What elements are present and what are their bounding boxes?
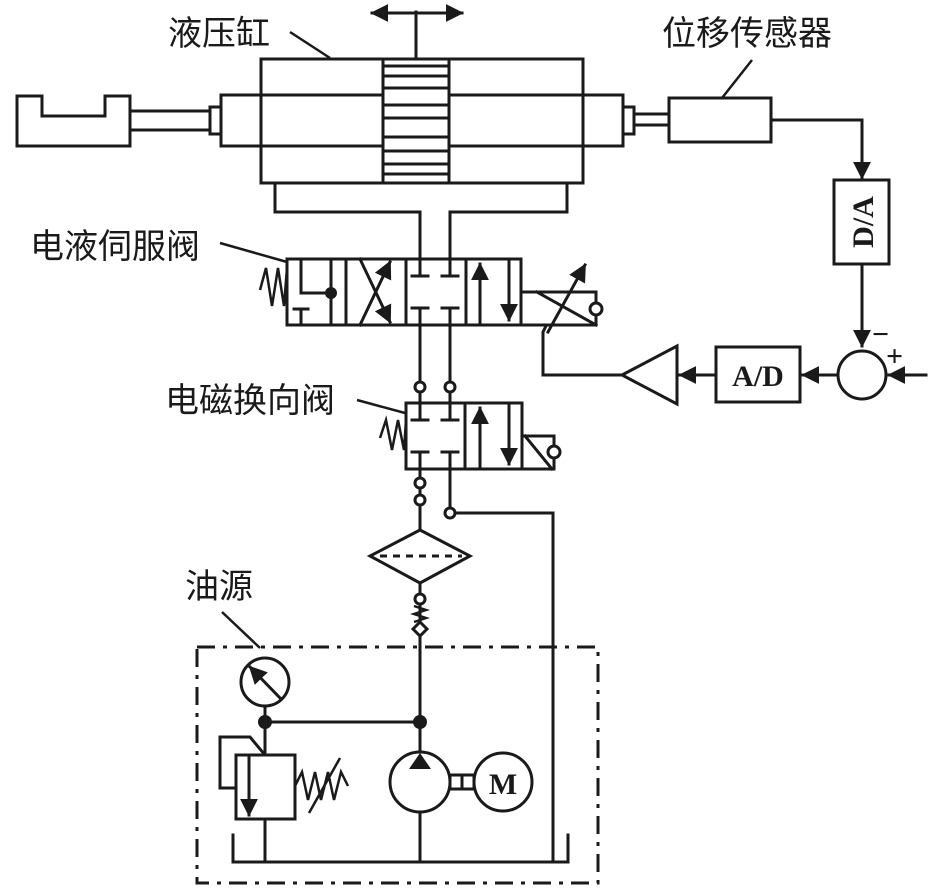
ad-converter: [714, 345, 802, 404]
coupling-icon: [413, 493, 427, 507]
tank-icon: [231, 833, 570, 864]
label-cylinder: 液压缸: [168, 14, 270, 54]
piston-rod-left: [128, 109, 212, 132]
return-line: [453, 511, 555, 864]
leader-cylinder: [289, 30, 331, 60]
label-solenoid-valve: 电磁换向阀: [165, 381, 335, 421]
leader-solenoid-valve: [356, 398, 406, 415]
load-clamp: [15, 94, 132, 148]
displacement-sensor: [667, 96, 773, 144]
motor-icon: [472, 751, 534, 813]
check-valve-icon: [413, 592, 427, 606]
da-label: D/A: [847, 196, 880, 248]
label-servo-valve: 电液伺服阀: [30, 227, 200, 267]
spring-icon: [378, 415, 408, 451]
spring-icon: [258, 267, 289, 307]
amplifier-to-servo-line: [541, 319, 624, 377]
adjustable-spring-icon: [293, 768, 350, 801]
ad-label: A/D: [732, 360, 784, 393]
label-sensor: 位移传感器: [662, 14, 832, 54]
piston: [381, 57, 451, 185]
coupling-icon: [443, 380, 457, 394]
label-oil-source: 油源: [185, 567, 253, 607]
leader-sensor: [721, 59, 753, 99]
coupling-icon: [413, 380, 427, 394]
sensor-signal-line: [769, 118, 871, 180]
da-converter: [832, 178, 891, 266]
oil-source-boundary: [195, 645, 600, 885]
line-cylinder-b: [448, 181, 569, 261]
coupling-icon: [413, 476, 427, 490]
reference-sign: +: [886, 340, 903, 373]
cylinder-left-cap: [219, 93, 263, 148]
summing-junction: [836, 349, 888, 401]
motor-label: M: [489, 768, 517, 801]
feedback-sign: −: [872, 318, 889, 351]
amplifier-icon: [618, 343, 679, 407]
hydraulic-cylinder: [15, 4, 674, 185]
piston-rod-right: [632, 112, 674, 127]
leader-servo-valve: [219, 241, 288, 264]
line-cylinder-a: [273, 181, 422, 261]
relief-valve: [218, 720, 350, 864]
leader-oil-source: [221, 611, 261, 649]
cylinder-right-cap: [581, 93, 625, 148]
solenoid-valve: [378, 401, 562, 472]
adjust-arrow-icon: [545, 262, 588, 335]
servo-valve: [258, 257, 604, 335]
